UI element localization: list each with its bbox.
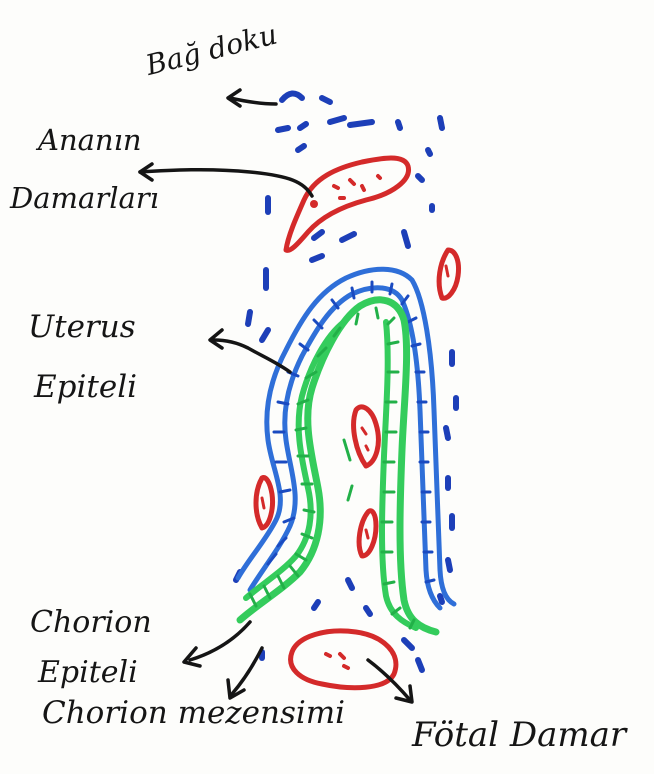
label-uterus-epiteli: Epiteli <box>34 372 137 403</box>
label-chorion: Chorion <box>30 608 152 638</box>
label-chorion-mezensimi: Chorion mezensimi <box>42 698 345 729</box>
chorion-villus <box>240 300 436 632</box>
arrow-chorion-epiteli <box>190 622 250 660</box>
label-chorion-epiteli: Epiteli <box>38 658 138 688</box>
leader-arrows <box>140 90 412 702</box>
arrow-maternal-vessel <box>140 170 312 196</box>
label-damarlari: Damarları <box>10 184 159 213</box>
label-uterus: Uterus <box>28 312 136 343</box>
label-ananin: Ananın <box>38 126 142 155</box>
label-fotal-damar: Fötal Damar <box>412 718 626 752</box>
fetal-vessel-upper <box>354 407 379 466</box>
arrow-chorion-mezensimi <box>232 648 262 694</box>
arrow-fotal-damar <box>368 660 410 700</box>
